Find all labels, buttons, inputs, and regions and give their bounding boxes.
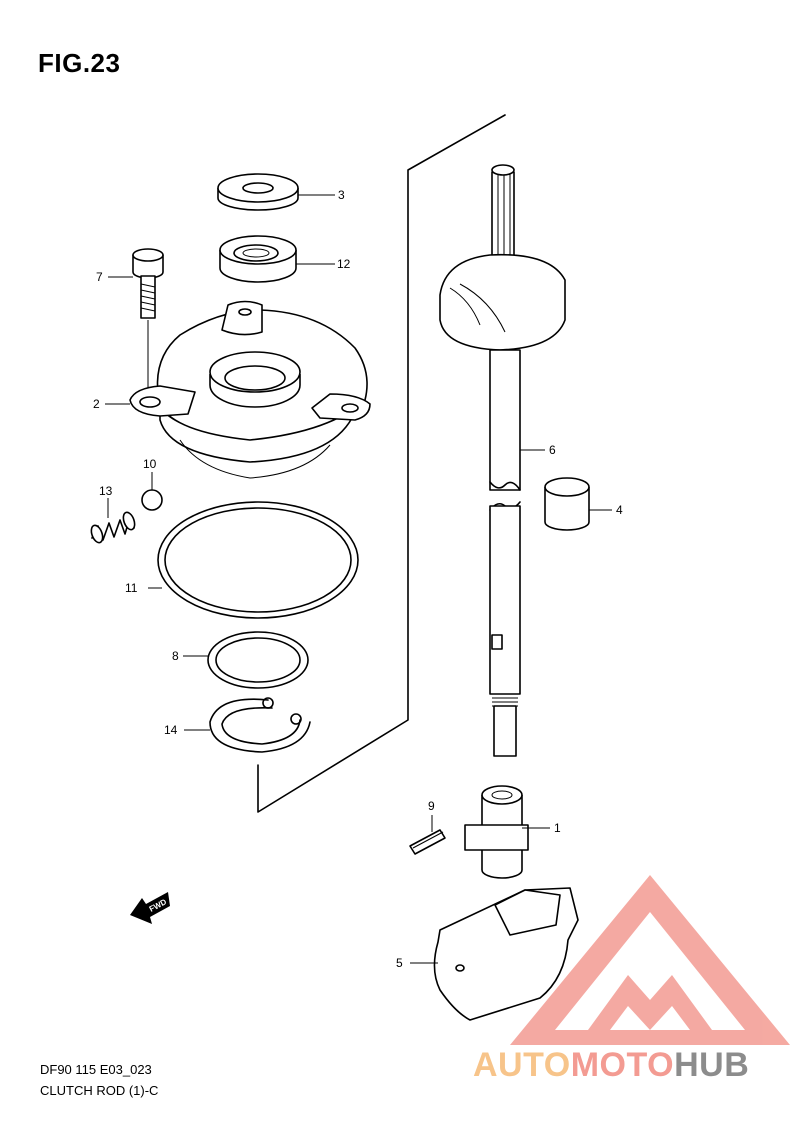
callout-7: 7 [96,270,103,284]
callout-3: 3 [338,188,345,202]
part-4-bushing-drawing [544,477,590,531]
callout-1: 1 [554,821,561,835]
part-11-o-ring-drawing [157,501,359,619]
callout-9: 9 [428,799,435,813]
callout-4: 4 [616,503,623,517]
model-code-label: DF90 115 E03_023 [40,1062,152,1077]
watermark-auto: AUTO [473,1046,571,1084]
part-1-coupling-drawing [464,785,529,879]
part-8-washer-drawing [207,631,309,689]
watermark-brand-text: AUTOMOTOHUB [473,1046,749,1085]
callout-11: 11 [125,581,138,595]
callout-5: 5 [396,956,403,970]
part-13-spring-drawing [90,511,136,544]
watermark-hub: HUB [674,1046,750,1084]
part-2-cover-housing-drawing [129,300,371,479]
part-12-oil-seal-drawing [219,235,297,283]
part-6-clutch-rod-drawing [439,164,566,757]
callout-8: 8 [172,649,179,663]
fwd-direction-arrow: FWD [130,892,170,924]
callout-leader-lines [105,194,612,964]
callout-12: 12 [337,257,351,271]
part-5-shifter-drawing [433,887,579,1021]
part-3-washer-drawing [217,173,299,211]
part-9-pin-drawing [409,829,446,855]
diagram-name-label: CLUTCH ROD (1)-C [40,1083,159,1098]
callout-13: 13 [99,484,113,498]
callout-10: 10 [143,457,157,471]
watermark-moto: MOTO [570,1046,675,1084]
watermark-logo [510,875,790,1045]
callout-2: 2 [93,397,100,411]
part-14-circlip-drawing [209,697,311,753]
part-10-ball-drawing [141,489,163,511]
figure-title: FIG.23 [38,48,121,78]
callout-numbers: 3 12 7 2 10 13 11 8 14 6 4 9 1 5 [93,188,623,970]
assembly-boundary-line [257,114,506,813]
callout-6: 6 [549,443,556,457]
callout-14: 14 [164,723,178,737]
part-7-bolt-drawing [132,248,164,398]
